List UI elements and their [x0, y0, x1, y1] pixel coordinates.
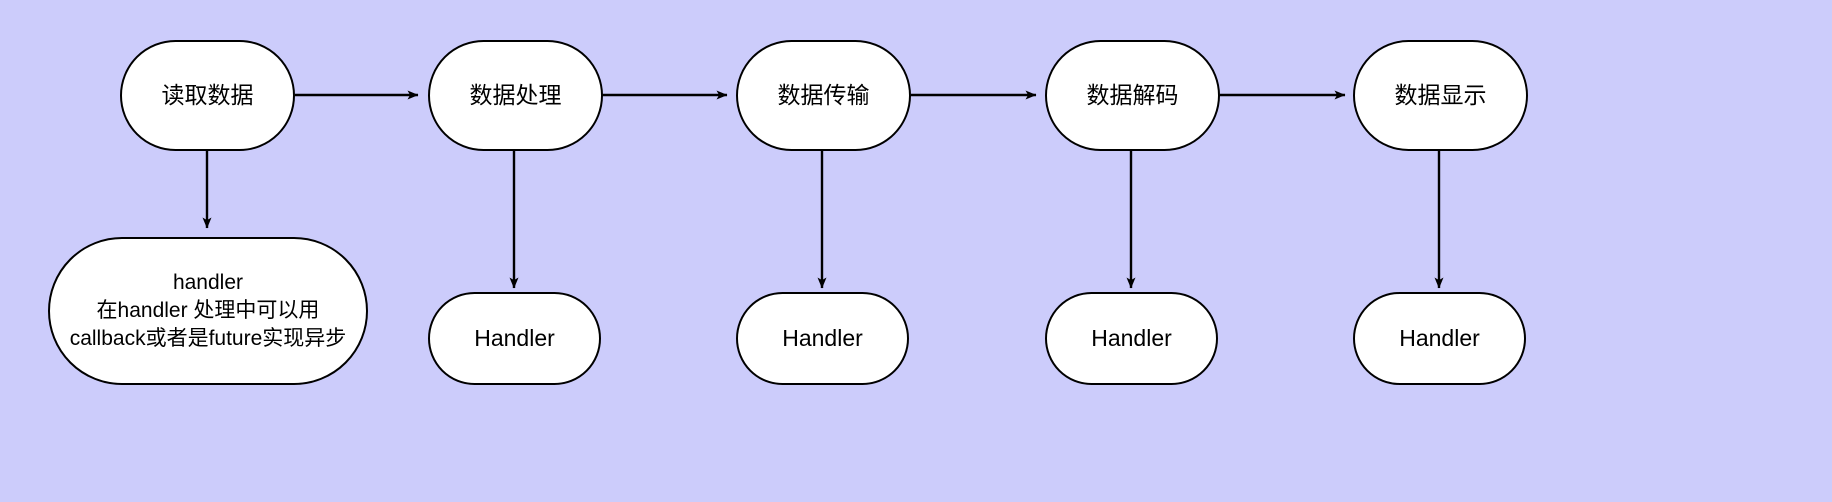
- node-handler-display-label: Handler: [1399, 325, 1480, 352]
- node-handler-transmit[interactable]: Handler: [736, 292, 909, 385]
- node-handler-decode-label: Handler: [1091, 325, 1172, 352]
- node-handler-process[interactable]: Handler: [428, 292, 601, 385]
- node-handler-transmit-label: Handler: [782, 325, 863, 352]
- node-handler-process-label: Handler: [474, 325, 555, 352]
- node-data-transmit-label: 数据传输: [777, 82, 870, 109]
- node-data-display-label: 数据显示: [1394, 82, 1487, 109]
- node-handler-display[interactable]: Handler: [1353, 292, 1526, 385]
- node-data-transmit[interactable]: 数据传输: [736, 40, 911, 151]
- node-read-data-label: 读取数据: [161, 82, 254, 109]
- node-data-decode[interactable]: 数据解码: [1045, 40, 1220, 151]
- node-handler-note[interactable]: handler 在handler 处理中可以用 callback或者是futur…: [48, 237, 368, 385]
- node-data-decode-label: 数据解码: [1086, 82, 1179, 109]
- node-data-process-label: 数据处理: [469, 82, 562, 109]
- node-handler-decode[interactable]: Handler: [1045, 292, 1218, 385]
- node-read-data[interactable]: 读取数据: [120, 40, 295, 151]
- node-data-display[interactable]: 数据显示: [1353, 40, 1528, 151]
- node-data-process[interactable]: 数据处理: [428, 40, 603, 151]
- node-handler-note-label: handler 在handler 处理中可以用 callback或者是futur…: [69, 271, 347, 350]
